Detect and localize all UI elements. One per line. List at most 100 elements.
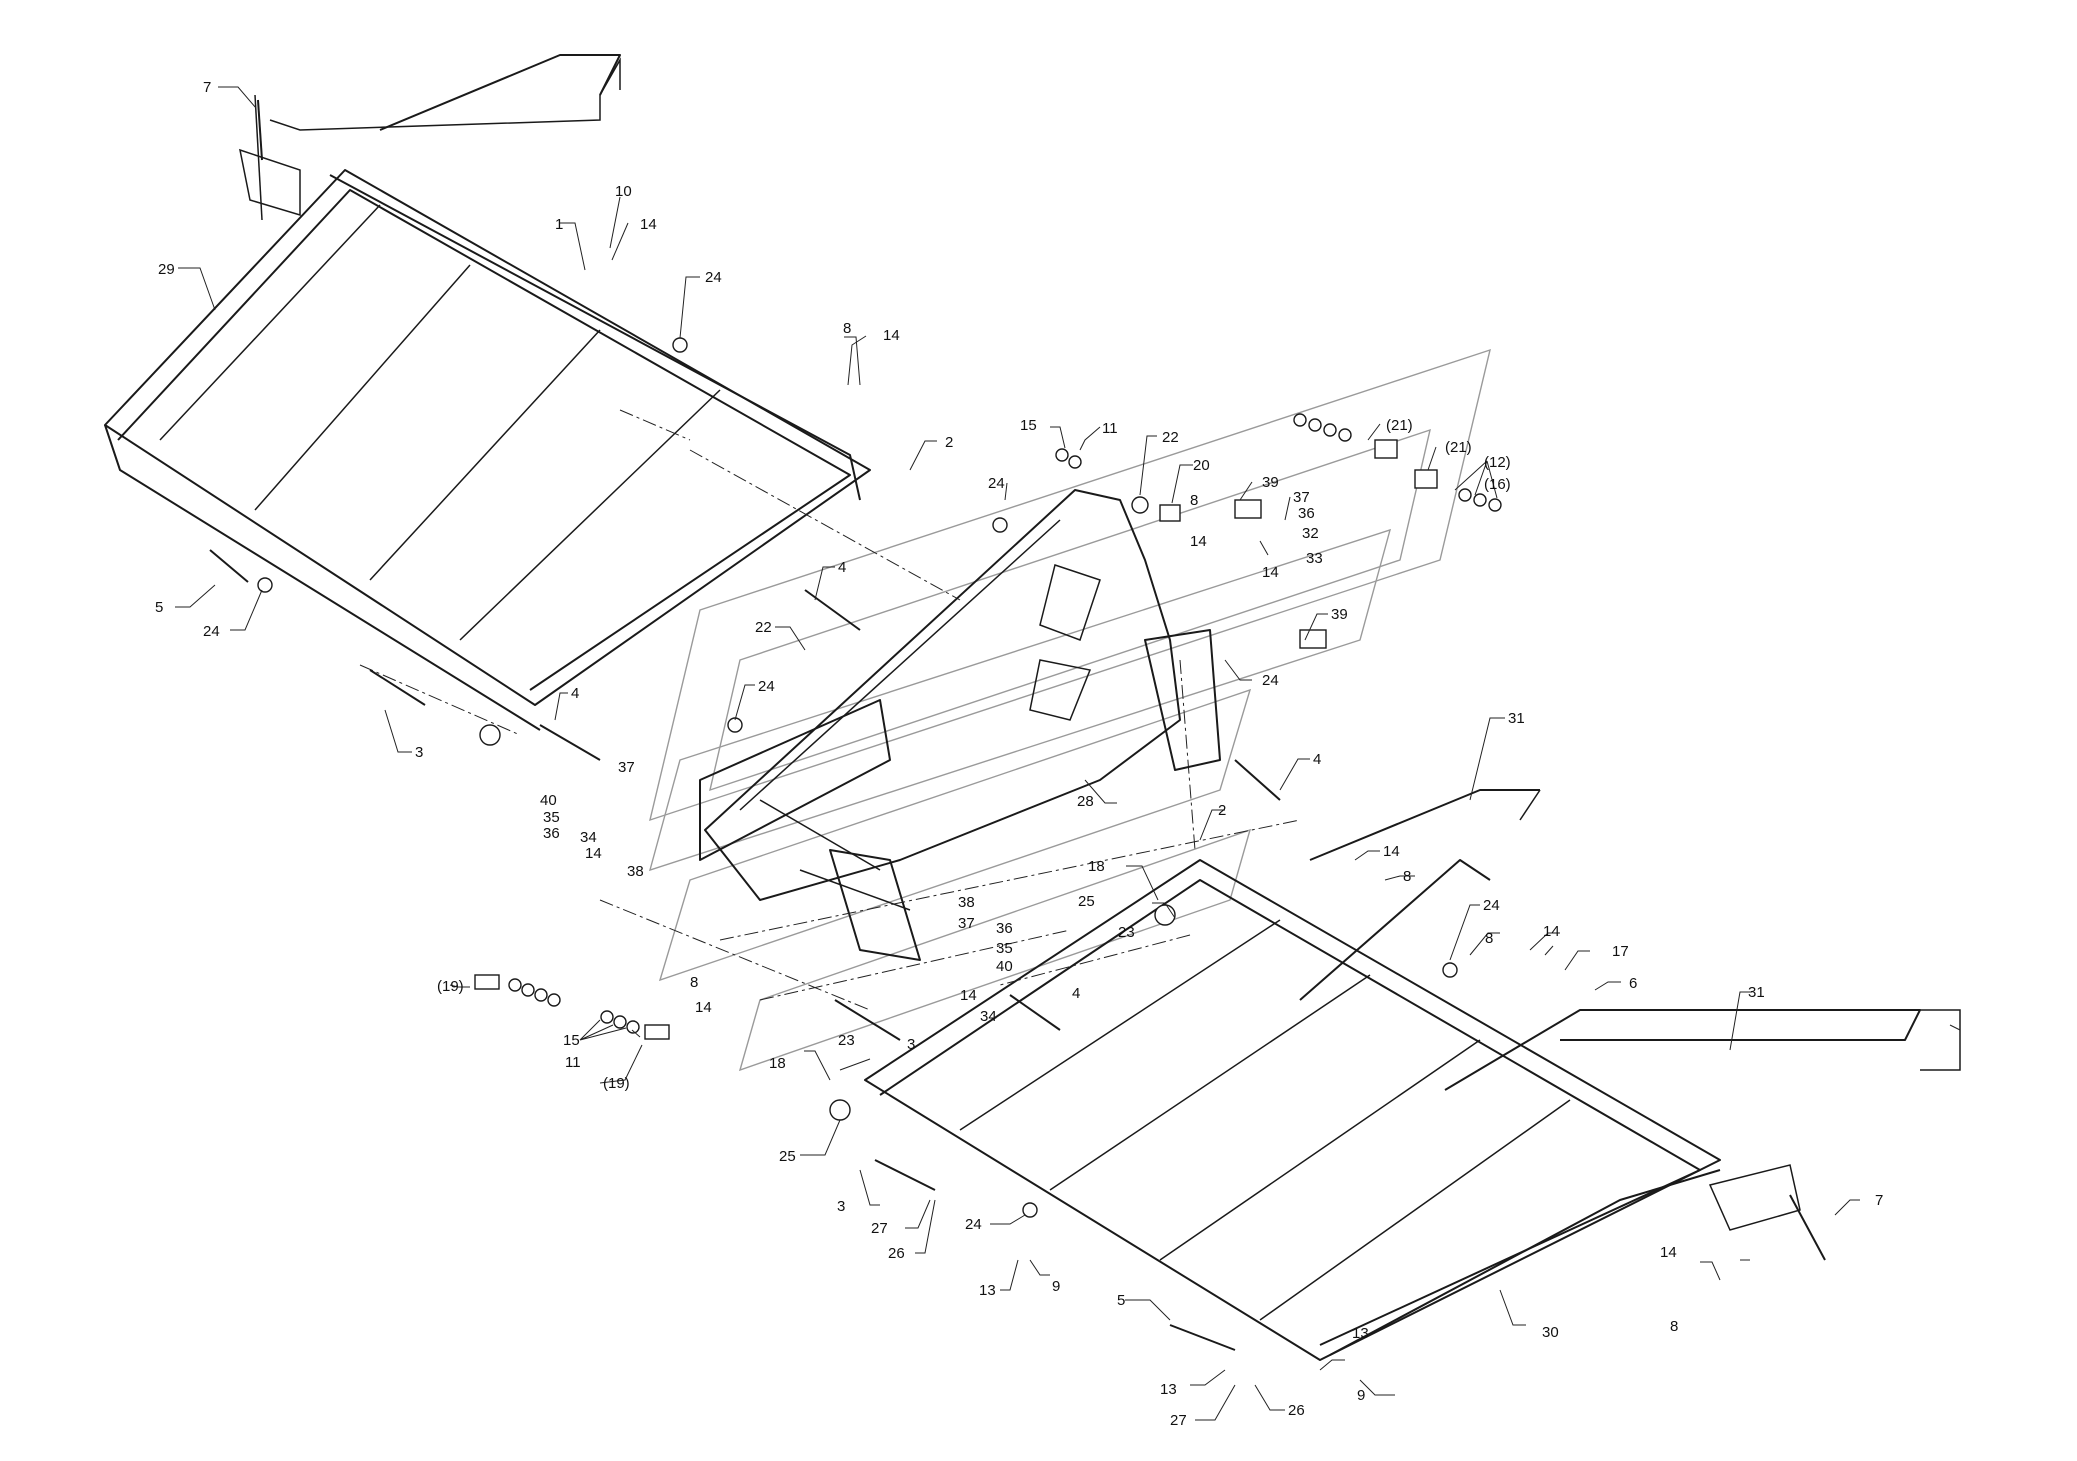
callout-4: 4: [838, 559, 846, 576]
callout-24: 24: [988, 475, 1005, 492]
bolt-4-b: [804, 589, 861, 631]
callout-14: 14: [883, 327, 900, 344]
bolt-3-center: [834, 999, 901, 1041]
bushing-24-c: [257, 577, 273, 593]
callout-5: 5: [1117, 1292, 1125, 1309]
callout-40: 40: [540, 792, 557, 809]
bolt-3-top: [369, 669, 426, 706]
background-watermark: [648, 348, 1491, 1072]
callout-15: 15: [563, 1032, 580, 1049]
callout-34: 34: [580, 829, 597, 846]
pin-21-b: [1414, 469, 1438, 489]
callout-8: 8: [1670, 1318, 1678, 1335]
callout-36: 36: [1298, 505, 1315, 522]
callout-3: 3: [837, 1198, 845, 1215]
callout-37: 37: [618, 759, 635, 776]
callout-3: 3: [415, 744, 423, 761]
center-hitch-assembly: [599, 489, 1301, 1011]
callout-31: 31: [1508, 710, 1525, 727]
pin-21-a: [1374, 439, 1398, 459]
callout-36: 36: [543, 825, 560, 842]
callout-28: 28: [1077, 793, 1094, 810]
callout-24: 24: [1483, 897, 1500, 914]
callout-27: 27: [871, 1220, 888, 1237]
callout-21: (21): [1445, 439, 1472, 456]
callout-40: 40: [996, 958, 1013, 975]
callout-1: 1: [555, 216, 563, 233]
callout-8: 8: [1485, 930, 1493, 947]
callout-8: 8: [690, 974, 698, 991]
left-frame-assembly: [104, 54, 961, 736]
bolt-3-bottom: [874, 1159, 936, 1191]
callout-39: 39: [1262, 474, 1279, 491]
pin-19-a: [474, 974, 500, 990]
callout-24: 24: [203, 623, 220, 640]
bolt-4-d: [1009, 994, 1061, 1031]
callout-24: 24: [758, 678, 775, 695]
callout-7: 7: [203, 79, 211, 96]
callout-14: 14: [695, 999, 712, 1016]
pin-19-b: [644, 1024, 670, 1040]
callout-17: 17: [1612, 943, 1629, 960]
callout-19: (19): [603, 1075, 630, 1092]
callout-14: 14: [1190, 533, 1207, 550]
callout-14: 14: [960, 987, 977, 1004]
callout-4: 4: [1072, 985, 1080, 1002]
callout-8: 8: [1190, 492, 1198, 509]
bushing-24-d: [727, 717, 743, 733]
bolt-7-top: [257, 99, 263, 161]
block-20: [1159, 504, 1181, 522]
callout-36: 36: [996, 920, 1013, 937]
callout-14: 14: [1660, 1244, 1677, 1261]
callout-24: 24: [705, 269, 722, 286]
callout-4: 4: [1313, 751, 1321, 768]
callout-35: 35: [543, 809, 560, 826]
bolt-4-c: [1234, 759, 1281, 801]
callout-19: (19): [437, 978, 464, 995]
bolt-7-bottom: [1789, 1194, 1826, 1261]
callout-25: 25: [779, 1148, 796, 1165]
callout-18: 18: [1088, 858, 1105, 875]
right-frame-assembly: [864, 659, 1961, 1361]
callout-3: 3: [907, 1036, 915, 1053]
callout-5: 5: [155, 599, 163, 616]
callout-24: 24: [1262, 672, 1279, 689]
callout-8: 8: [843, 320, 851, 337]
callout-8: 8: [1403, 868, 1411, 885]
bushing-25-bottom: [829, 1099, 851, 1121]
bushing-24-e: [1442, 962, 1458, 978]
sleeve-39-a: [1234, 499, 1262, 519]
callout-labels: 7 29 1 10 14 24 8 14 15 11 22 20 (21) (2…: [155, 79, 1883, 1429]
callout-14: 14: [640, 216, 657, 233]
callout-31: 31: [1748, 984, 1765, 1001]
callout-4: 4: [571, 685, 579, 702]
bushing-24-f: [1022, 1202, 1038, 1218]
callout-9: 9: [1357, 1387, 1365, 1404]
callout-11: 11: [565, 1054, 581, 1071]
bushing-23: [1154, 904, 1176, 926]
callout-21: (21): [1386, 417, 1413, 434]
callout-38: 38: [958, 894, 975, 911]
callout-10: 10: [615, 183, 632, 200]
callout-23: 23: [1118, 924, 1135, 941]
callout-14: 14: [1543, 923, 1560, 940]
callout-12: (12): [1484, 454, 1511, 471]
callout-35: 35: [996, 940, 1013, 957]
bushing-24-a: [672, 337, 688, 353]
callout-20: 20: [1193, 457, 1210, 474]
callout-18: 18: [769, 1055, 786, 1072]
bolt-5-bottom: [1169, 1324, 1236, 1351]
callout-30: 30: [1542, 1324, 1559, 1341]
callout-13: 13: [1160, 1381, 1177, 1398]
callout-25: 25: [1078, 893, 1095, 910]
callout-14: 14: [1383, 843, 1400, 860]
hardware-parts: [209, 99, 1826, 1351]
callout-11: 11: [1102, 420, 1118, 437]
callout-37: 37: [958, 915, 975, 932]
callout-2: 2: [1218, 802, 1226, 819]
leader-lines: [175, 86, 1961, 1421]
callout-27: 27: [1170, 1412, 1187, 1429]
callout-23: 23: [838, 1032, 855, 1049]
callout-26: 26: [888, 1245, 905, 1262]
